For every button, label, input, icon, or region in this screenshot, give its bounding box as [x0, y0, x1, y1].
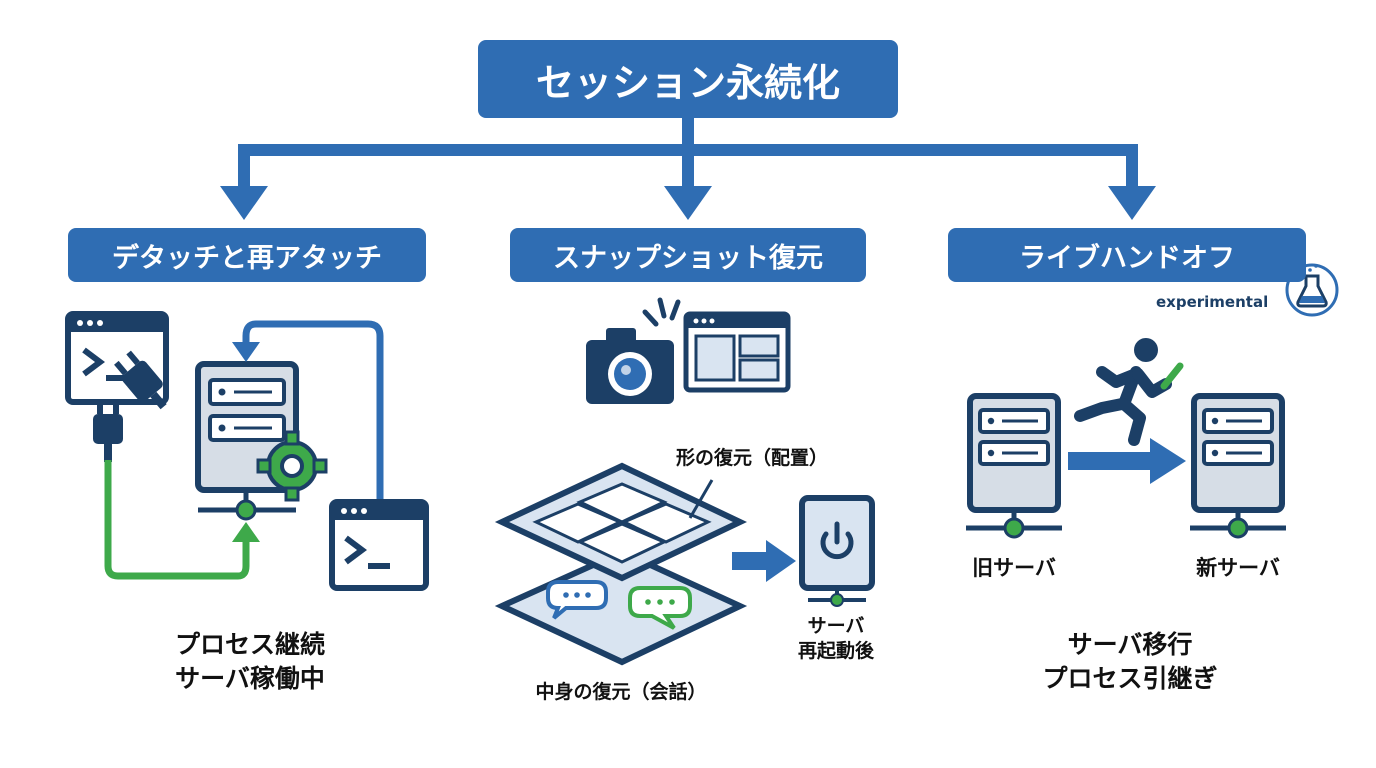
old-server-label: 旧サーバ — [972, 556, 1056, 580]
snapshot-illustration — [494, 297, 875, 666]
plug-icon — [114, 350, 167, 410]
camera-icon — [586, 328, 674, 404]
chat-bubble-icon — [546, 580, 608, 620]
connector-arrows — [220, 144, 1156, 220]
header-live-handoff: ライブハンドオフ — [948, 228, 1306, 282]
detach-caption-line2: サーバ稼働中 — [175, 663, 325, 693]
experimental-badge: experimental — [1156, 293, 1269, 311]
terminal-icon — [329, 499, 429, 591]
runner-icon — [1074, 338, 1184, 446]
shape-layer — [494, 462, 747, 582]
content-restore-label: 中身の復元（会話） — [535, 681, 707, 703]
arrow-down-center — [664, 186, 712, 220]
content-layer — [494, 548, 748, 666]
chat-bubble-icon — [628, 586, 692, 630]
power-icon — [799, 495, 875, 591]
detach-reattach-illustration — [65, 311, 429, 591]
header-detach-reattach: デタッチと再アタッチ — [68, 228, 426, 282]
server-icon — [967, 393, 1061, 513]
handoff-caption-line2: プロセス引継ぎ — [1042, 663, 1218, 693]
handoff-caption-line1: サーバ移行 — [1067, 630, 1193, 659]
header-snapshot-restore: スナップショット復元 — [510, 228, 866, 282]
server-icon — [1191, 393, 1285, 513]
server-restart-label: サーバ 再起動後 — [776, 614, 896, 663]
arrow-down-right — [1108, 186, 1156, 220]
window-icon — [683, 311, 791, 393]
detach-caption: プロセス継続 サーバ稼働中 — [120, 628, 380, 696]
server-restart-label-line2: 再起動後 — [797, 639, 874, 662]
diagram-title: セッション永続化 — [478, 40, 898, 118]
arrow-down-left — [220, 186, 268, 220]
shape-restore-label: 形の復元（配置） — [676, 447, 829, 469]
server-restart-label-line1: サーバ — [807, 615, 865, 637]
handoff-caption: サーバ移行 プロセス引継ぎ — [1000, 628, 1260, 696]
gear-icon — [256, 430, 328, 502]
live-handoff-illustration — [966, 263, 1339, 539]
plug-icon — [93, 400, 123, 462]
detach-caption-line1: プロセス継続 — [174, 630, 325, 659]
new-server-label: 新サーバ — [1196, 556, 1280, 580]
camera-flash-lines — [642, 297, 681, 327]
